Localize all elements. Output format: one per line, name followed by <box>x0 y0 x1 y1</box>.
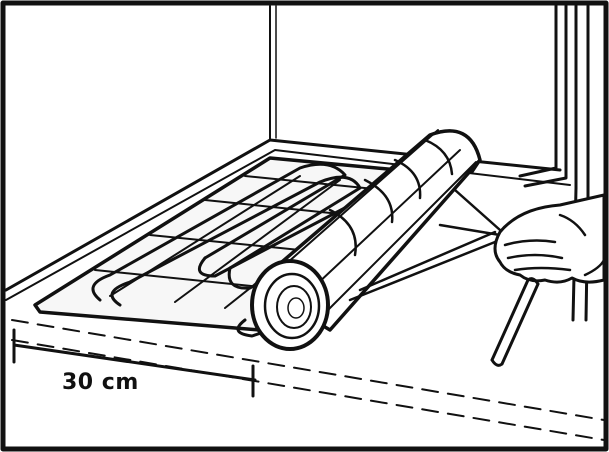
heating-cable <box>91 162 382 338</box>
floor-tube <box>490 277 540 367</box>
hand-fingers <box>503 213 606 277</box>
dimension-label: 30 cm <box>62 370 139 395</box>
roll-end <box>250 259 330 351</box>
dimension-marker <box>12 328 257 398</box>
floor-dashed-lines <box>11 319 605 441</box>
pull-strap <box>348 188 502 302</box>
hand <box>493 193 606 284</box>
mat-roll <box>250 129 482 351</box>
